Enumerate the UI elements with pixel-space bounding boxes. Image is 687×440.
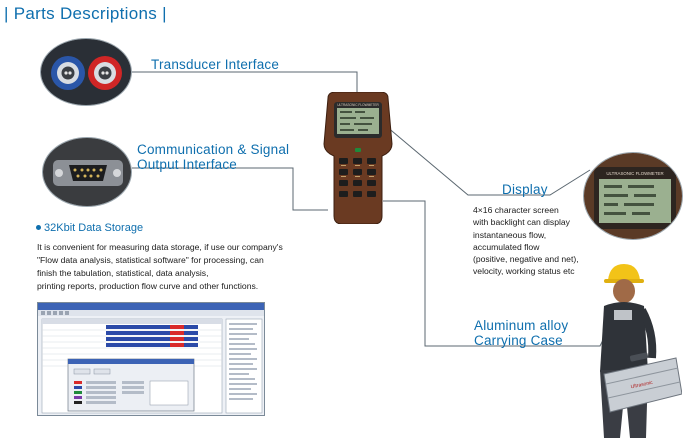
callout-carrying-case: Aluminum alloy Carrying Case bbox=[474, 318, 568, 348]
storage-line: "Flow data analysis, statistical softwar… bbox=[37, 255, 264, 265]
storage-heading-text: 32Kbit Data Storage bbox=[44, 222, 144, 234]
storage-line: finish the tabulation, statistical, data… bbox=[37, 268, 209, 278]
callout-communication-line-1: Communication & Signal bbox=[137, 142, 290, 157]
display-photo: ULTRASONIC FLOWMETER bbox=[583, 152, 683, 240]
callout-communication-line-2: Output Interface bbox=[137, 157, 238, 172]
callout-transducer-interface: Transducer Interface bbox=[151, 57, 280, 72]
handheld-flowmeter: ULTRASONIC FLOWMETER bbox=[323, 92, 393, 224]
callout-communication-interface: Communication & Signal Output Interface bbox=[137, 142, 289, 172]
storage-line: printing reports, production flow curve … bbox=[37, 281, 259, 291]
software-screenshot bbox=[37, 302, 265, 416]
display-feature-line: with backlight can display bbox=[473, 217, 570, 228]
bullet-icon bbox=[36, 225, 41, 230]
display-features: 4×16 character screen with backlight can… bbox=[473, 204, 597, 278]
callout-case-line-2: Carrying Case bbox=[474, 333, 563, 348]
display-feature-line: velocity, working status etc bbox=[473, 266, 575, 277]
display-device-label: ULTRASONIC FLOWMETER bbox=[606, 171, 663, 176]
device-label: ULTRASONIC FLOWMETER bbox=[337, 103, 379, 107]
carrying-case-icon: Ultrasonic bbox=[603, 352, 682, 413]
display-feature-line: 4×16 character screen bbox=[473, 205, 559, 215]
communication-port-photo bbox=[42, 137, 132, 207]
case-label: Ultrasonic bbox=[630, 380, 653, 391]
storage-heading: 32Kbit Data Storage bbox=[36, 222, 143, 234]
page-title: | Parts Descriptions | bbox=[4, 4, 167, 23]
lcd-screen-icon: ULTRASONIC FLOWMETER bbox=[584, 153, 682, 239]
callout-case-line-1: Aluminum alloy bbox=[474, 318, 569, 333]
storage-description: It is convenient for measuring data stor… bbox=[37, 241, 337, 293]
display-feature-line: (positive, negative and net), bbox=[473, 254, 579, 265]
transducer-interface-photo bbox=[40, 38, 132, 106]
keypad-icon bbox=[339, 148, 376, 197]
display-feature-line: accumulated flow bbox=[473, 241, 540, 252]
storage-line: It is convenient for measuring data stor… bbox=[37, 242, 283, 252]
bnc-connector-icon bbox=[41, 39, 131, 105]
software-window-icon bbox=[38, 303, 264, 414]
display-feature-line: instantaneous flow, bbox=[473, 229, 547, 240]
serial-port-icon bbox=[43, 138, 131, 206]
worker-icon: Ultrasonic bbox=[600, 264, 682, 438]
callout-display: Display bbox=[502, 182, 548, 197]
